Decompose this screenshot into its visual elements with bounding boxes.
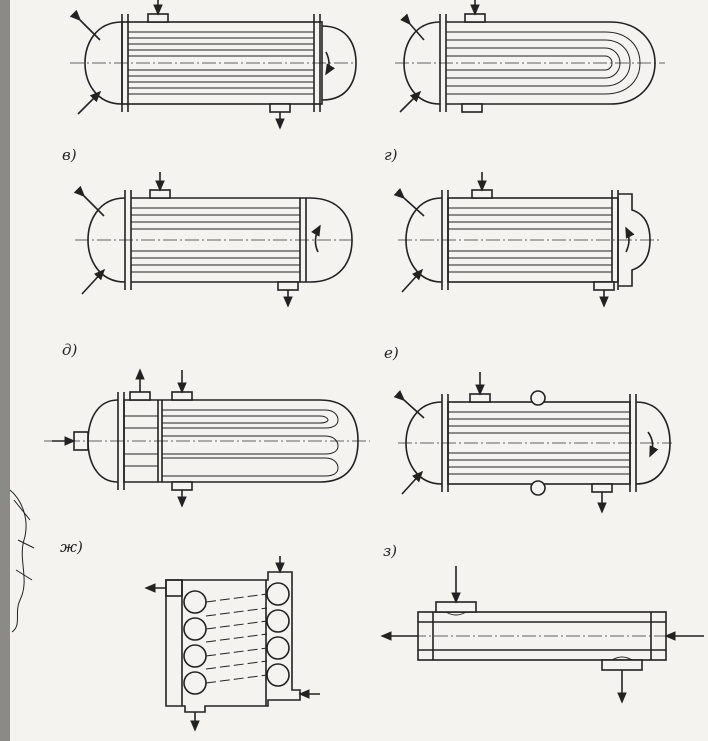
label-v: в): [62, 146, 77, 164]
exchanger-lower-left: [44, 368, 370, 508]
label-e: е): [384, 344, 399, 362]
exchanger-middle-right: [393, 172, 662, 308]
label-z: з): [383, 542, 397, 560]
exchanger-sectional: [144, 556, 320, 732]
label-g: г): [384, 146, 398, 164]
exchanger-lower-right: [393, 372, 672, 514]
binding-edge: [0, 0, 10, 741]
exchanger-top-left: [69, 0, 357, 130]
signature-strokes: [13, 499, 35, 581]
label-d: д): [62, 341, 78, 359]
exchanger-top-right: [395, 0, 665, 113]
exchanger-middle-left: [73, 172, 355, 308]
exchanger-double-pipe: [380, 566, 704, 704]
label-zh: ж): [60, 538, 83, 556]
